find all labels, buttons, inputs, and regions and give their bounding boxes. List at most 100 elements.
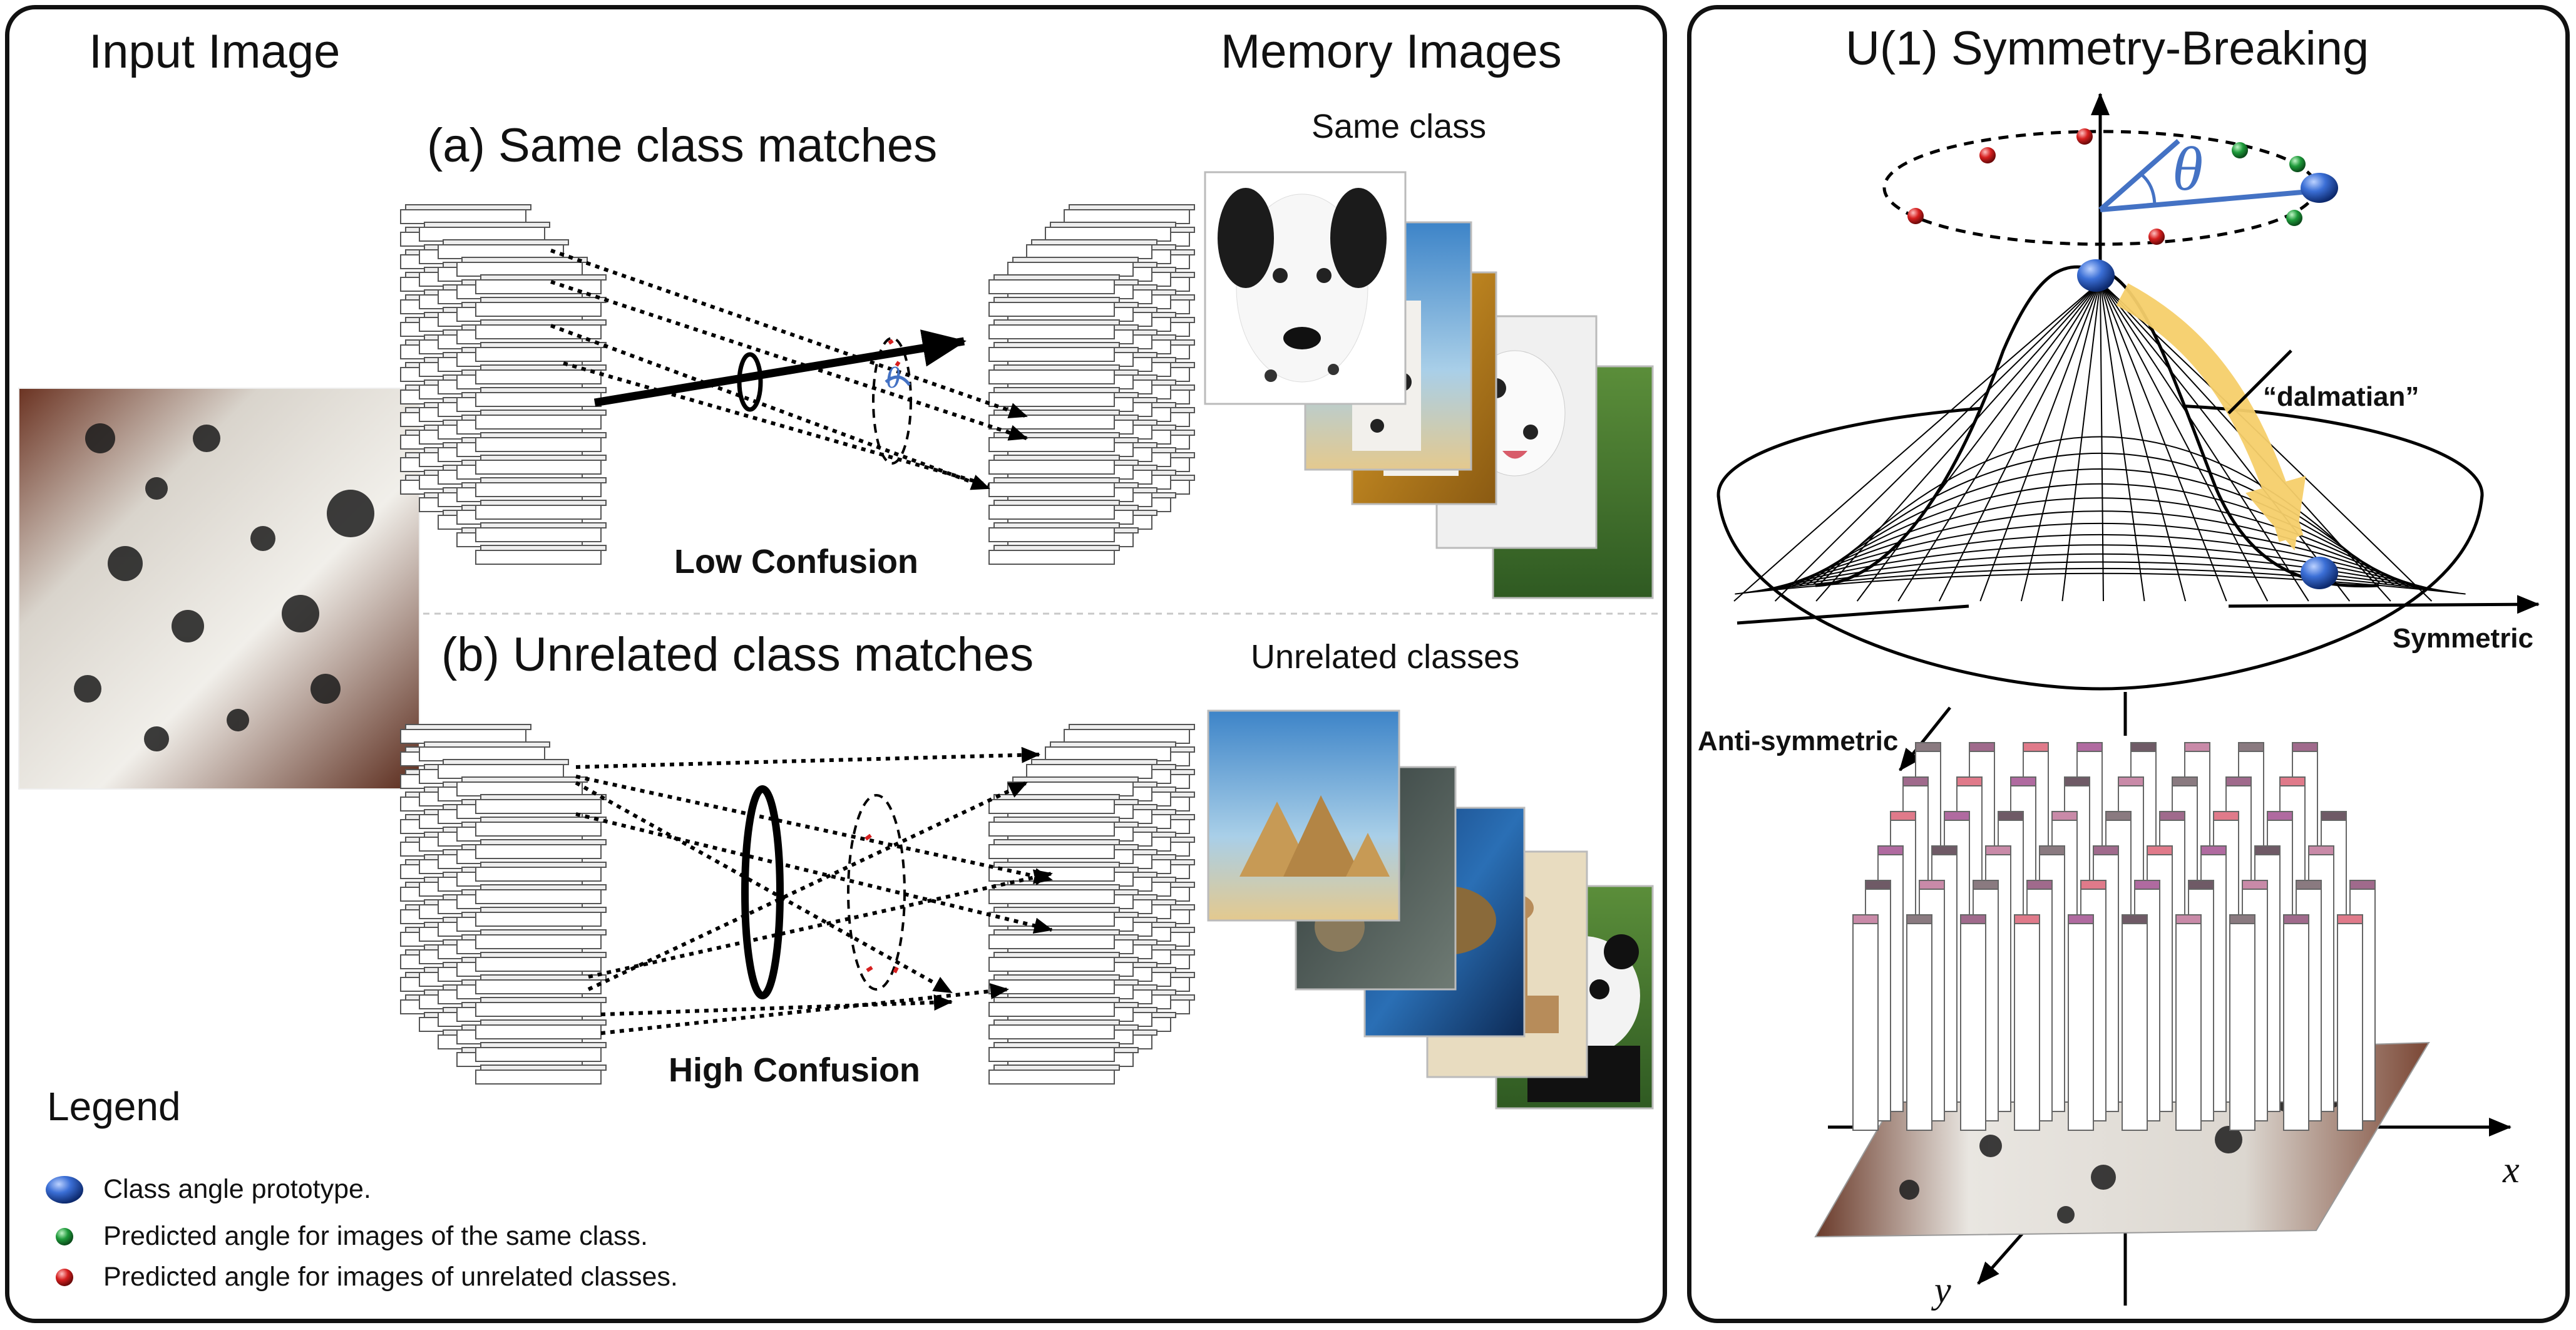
mesh-line [2020, 281, 2101, 602]
mesh-line [1938, 281, 2101, 602]
layer-bar [988, 1002, 1115, 1017]
mesh-line [1979, 281, 2101, 602]
layer-bar [475, 822, 602, 837]
layer-bar-top [993, 455, 1120, 461]
layer-bar [419, 227, 545, 242]
layer-bar-top [461, 776, 588, 783]
layer-bar-top [480, 477, 607, 483]
layer-bar-top [480, 522, 607, 528]
layer-bar-top [424, 222, 550, 228]
pillar-top [2093, 845, 2119, 855]
layer-bar-top [480, 455, 607, 461]
pillar-top [2267, 811, 2293, 821]
layer-bar-top [480, 319, 607, 326]
pillar-top [1969, 742, 1995, 752]
pillar-top [2225, 776, 2252, 786]
layer-bar [475, 324, 602, 339]
layer-bar [475, 550, 602, 565]
pillar [1906, 923, 1932, 1131]
layer-bar-top [993, 1065, 1120, 1071]
layer-bar [988, 822, 1115, 837]
symmetry-breaking-arrow [2116, 283, 2306, 551]
layer-bar [475, 1070, 602, 1085]
layer-bar-top [993, 907, 1120, 913]
pillar-top [2134, 880, 2160, 890]
symmetry-breaking-title: U(1) Symmetry-Breaking [1845, 22, 2369, 75]
layer-bar [1045, 227, 1171, 242]
layer-bar [475, 527, 602, 542]
layer-bar [475, 347, 602, 362]
pillar-top [1890, 811, 1916, 821]
layer-bar [419, 746, 545, 761]
mesh-line [1792, 497, 2409, 588]
network-stacks-unrelated-class [400, 724, 1195, 1085]
layer-bar-top [993, 817, 1120, 823]
layer-bar [988, 482, 1115, 497]
layer-bar [988, 437, 1115, 452]
layer-bar [475, 979, 602, 994]
pillar-top [1960, 914, 1986, 924]
layer-bar [988, 505, 1115, 520]
pillar-top [2159, 811, 2185, 821]
pillar-top [2279, 776, 2306, 786]
layer-bar-top [993, 297, 1120, 303]
mesh-line [2061, 281, 2101, 602]
memory-image-same-1 [1204, 171, 1407, 405]
layer-bar-top [1069, 204, 1195, 210]
layer-bar-top [480, 1065, 607, 1071]
pillar-top [2184, 742, 2210, 752]
mesh-line [1784, 510, 2416, 589]
theta-symbol: θ [2172, 134, 2204, 204]
anti-symmetric-axis-label: Anti-symmetric [1698, 726, 1899, 756]
layer-bar [400, 209, 526, 224]
layer-bar [988, 369, 1115, 384]
pillar-top [2051, 811, 2078, 821]
pillar-top [1915, 742, 1941, 752]
layer-bar-top [480, 997, 607, 1003]
layer-bar-top [480, 364, 607, 371]
legend-title: Legend [47, 1084, 181, 1129]
pillar-top [2039, 845, 2065, 855]
pillar-top [2200, 845, 2227, 855]
layer-bar-top [405, 724, 531, 730]
layer-bar [475, 889, 602, 904]
layer-bar [475, 867, 602, 882]
layer-bar [475, 799, 602, 814]
pillar-top [2308, 845, 2334, 855]
layer-bar-top [993, 1019, 1120, 1026]
layer-bar [475, 369, 602, 384]
layer-bar [988, 799, 1115, 814]
layer-bar [438, 244, 564, 259]
pillar-top [1852, 914, 1879, 924]
layer-bar [988, 550, 1115, 565]
layer-bar-top [993, 364, 1120, 371]
layer-bar-top [1031, 759, 1157, 765]
low-confusion-label: Low Confusion [674, 543, 918, 580]
mesh-line [2100, 281, 2187, 602]
pillar [2068, 923, 2094, 1131]
pillar-top [2014, 914, 2040, 924]
mesh-line [2100, 281, 2227, 602]
y-axis-label: y [1934, 1269, 1951, 1311]
layer-bar [475, 934, 602, 949]
pillar [2175, 923, 2202, 1131]
layer-bar [988, 1070, 1115, 1085]
layer-bar [1045, 746, 1171, 761]
layer-bar [1007, 781, 1134, 796]
layer-bar [988, 415, 1115, 430]
pillar-top [1973, 880, 1999, 890]
layer-bar [988, 347, 1115, 362]
legend-green-dot-icon [56, 1228, 73, 1245]
pillar-top [2080, 880, 2106, 890]
pillar-top [2105, 811, 2132, 821]
layer-bar-top [480, 884, 607, 890]
pillar-top [2010, 776, 2036, 786]
layer-bar-top [1012, 257, 1139, 263]
pillar-top [2122, 914, 2148, 924]
layer-bar [988, 979, 1115, 994]
pillar [1852, 923, 1879, 1131]
layer-bar-top [480, 545, 607, 551]
layer-bar-top [480, 432, 607, 438]
layer-bar-top [443, 759, 569, 765]
